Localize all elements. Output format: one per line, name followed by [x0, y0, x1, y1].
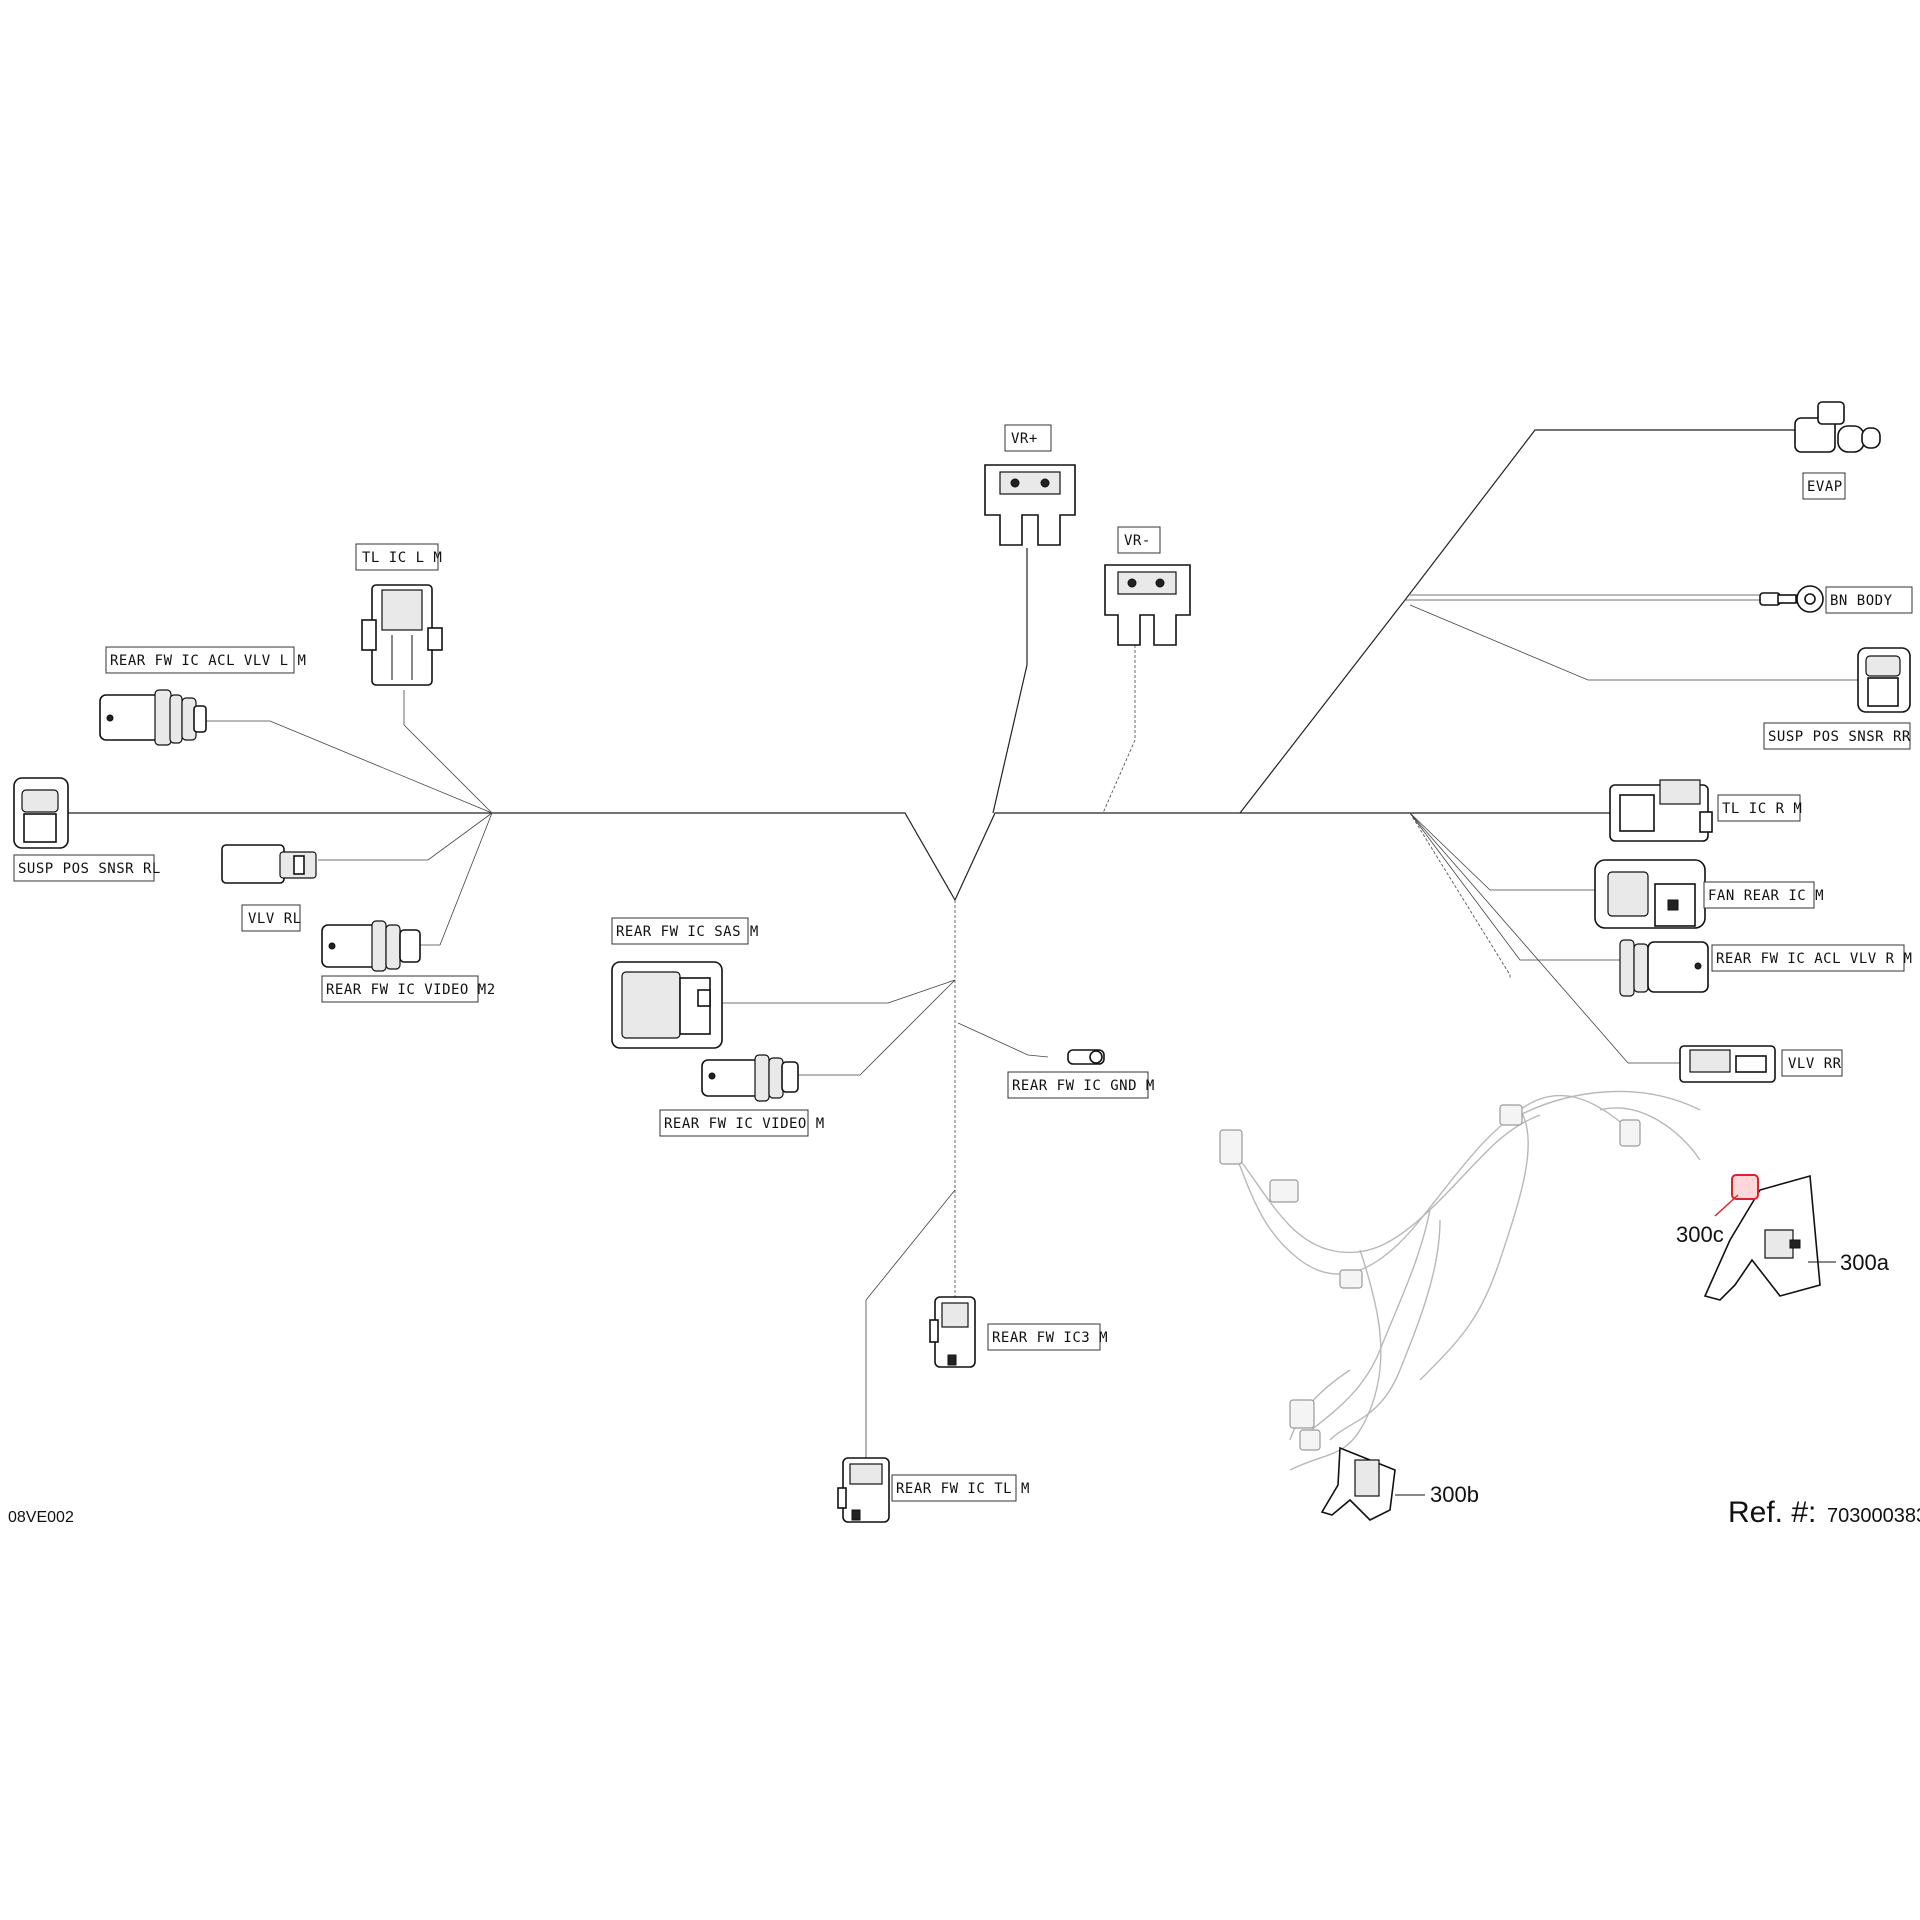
connector-video-m-drawing [701, 1054, 799, 1102]
label-rear-fw-ic-tl-m[interactable]: REAR FW IC TL M [891, 1474, 1030, 1502]
harness-overview-inset [1219, 1090, 1836, 1521]
label-susp-pos-snsr-rr[interactable]: SUSP POS SNSR RR [1763, 722, 1911, 750]
svg-text:TL IC R M: TL IC R M [1722, 801, 1802, 817]
label-rear-fw-ic-video-m[interactable]: REAR FW IC VIDEO M [659, 1109, 825, 1137]
connector-susp-pos-snsr-rl-drawing [13, 777, 69, 849]
svg-text:SUSP POS SNSR RL: SUSP POS SNSR RL [18, 861, 161, 877]
callout-300b: 300b [1430, 1482, 1479, 1507]
callout-300c: 300c [1676, 1222, 1724, 1247]
label-vr-plus[interactable]: VR+ [1004, 424, 1052, 452]
svg-text:REAR FW IC GND M: REAR FW IC GND M [1012, 1078, 1155, 1094]
label-vr-minus[interactable]: VR- [1117, 526, 1161, 554]
label-tl-ic-l-m[interactable]: TL IC L M [355, 543, 442, 571]
svg-text:VLV RL: VLV RL [248, 911, 302, 927]
connector-fan-rear-ic-m-drawing [1594, 859, 1706, 929]
label-vlv-rr[interactable]: VLV RR [1781, 1049, 1843, 1077]
connector-susp-pos-snsr-rr-drawing [1857, 647, 1911, 713]
connector-ic3-m-drawing [929, 1296, 976, 1368]
connector-vlv-rl-drawing [221, 844, 317, 884]
svg-text:EVAP: EVAP [1807, 479, 1843, 495]
svg-text:BN BODY: BN BODY [1830, 593, 1893, 609]
label-vlv-rl[interactable]: VLV RL [241, 904, 302, 932]
svg-text:SUSP POS SNSR RR: SUSP POS SNSR RR [1768, 729, 1911, 745]
label-rear-fw-ic-acl-vlv-l-m[interactable]: REAR FW IC ACL VLV L M [105, 646, 306, 674]
svg-text:FAN REAR IC M: FAN REAR IC M [1708, 888, 1824, 904]
label-bn-body[interactable]: BN BODY [1825, 586, 1913, 614]
label-rear-fw-ic3-m[interactable]: REAR FW IC3 M [987, 1323, 1108, 1351]
svg-text:REAR FW IC TL M: REAR FW IC TL M [896, 1481, 1030, 1497]
svg-text:REAR FW IC3 M: REAR FW IC3 M [992, 1330, 1108, 1346]
connector-evap-drawing [1794, 401, 1881, 453]
label-rear-fw-ic-acl-vlv-r-m[interactable]: REAR FW IC ACL VLV R M [1711, 944, 1912, 972]
reference-number: 703000383 [1827, 1505, 1920, 1527]
connector-vr-plus-drawing [984, 464, 1076, 546]
label-susp-pos-snsr-rl[interactable]: SUSP POS SNSR RL [13, 854, 161, 882]
label-rear-fw-ic-video-m2[interactable]: REAR FW IC VIDEO M2 [321, 975, 496, 1003]
harness-wires [60, 429, 1858, 1470]
connector-acl-vlv-r-drawing [1619, 939, 1709, 997]
label-rear-fw-ic-sas-m[interactable]: REAR FW IC SAS M [611, 917, 759, 945]
connector-tl-ic-r-m-drawing [1609, 779, 1713, 842]
svg-text:TL IC L M: TL IC L M [362, 550, 442, 566]
reference-label: Ref. #: [1728, 1496, 1816, 1529]
svg-text:REAR FW IC VIDEO M2: REAR FW IC VIDEO M2 [326, 982, 496, 998]
svg-text:VR+: VR+ [1011, 431, 1038, 447]
connector-acl-vlv-l-drawing [99, 689, 207, 746]
label-fan-rear-ic-m[interactable]: FAN REAR IC M [1703, 881, 1824, 909]
connector-vlv-rr-drawing [1679, 1045, 1776, 1083]
diagram-code: 08VE002 [8, 1509, 74, 1526]
connector-tl-m-drawing [837, 1457, 890, 1523]
svg-text:REAR FW IC VIDEO M: REAR FW IC VIDEO M [664, 1116, 825, 1132]
connector-sas-m-drawing [611, 961, 723, 1049]
connector-vr-minus-drawing [1104, 564, 1191, 646]
connector-bn-body-drawing [1759, 585, 1824, 613]
connector-video-m2-drawing [321, 920, 421, 972]
callout-300a: 300a [1840, 1250, 1890, 1275]
svg-text:REAR FW IC ACL VLV R M: REAR FW IC ACL VLV R M [1716, 951, 1912, 967]
connector-tl-ic-l-m-drawing [361, 584, 443, 686]
highlighted-connector [1731, 1174, 1759, 1200]
label-tl-ic-r-m[interactable]: TL IC R M [1717, 794, 1802, 822]
connector-gnd-m-drawing [1067, 1049, 1105, 1065]
svg-text:REAR FW IC SAS M: REAR FW IC SAS M [616, 924, 759, 940]
label-rear-fw-ic-gnd-m[interactable]: REAR FW IC GND M [1007, 1071, 1155, 1099]
svg-text:VR-: VR- [1124, 533, 1151, 549]
svg-text:REAR FW IC ACL VLV L M: REAR FW IC ACL VLV L M [110, 653, 306, 669]
label-evap[interactable]: EVAP [1802, 472, 1846, 500]
connector-labels: TL IC L M REAR FW IC ACL VLV L M SUSP PO… [13, 424, 1913, 1502]
svg-text:VLV RR: VLV RR [1788, 1056, 1842, 1072]
